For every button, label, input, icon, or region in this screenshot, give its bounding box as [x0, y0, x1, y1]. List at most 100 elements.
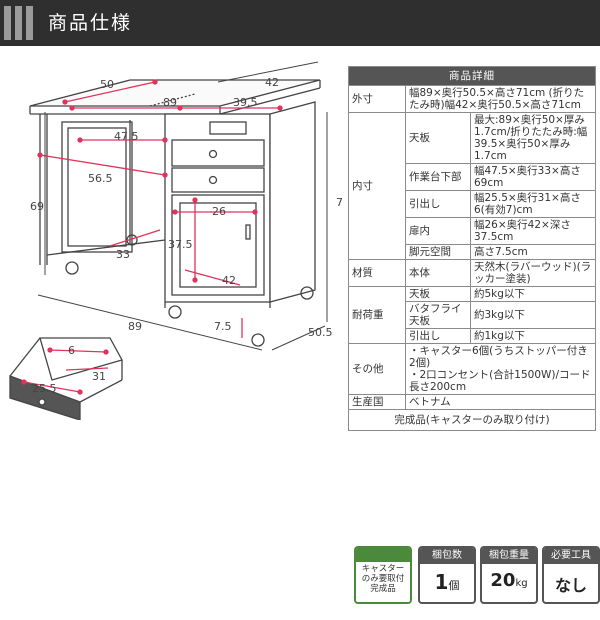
- dim-dot: [192, 277, 198, 283]
- drawer-2: [171, 167, 265, 193]
- badge-assembly: キャスターのみ要取付完成品: [354, 546, 412, 604]
- badge-unit: 個: [448, 579, 460, 592]
- dim-label: 39.5: [233, 96, 258, 109]
- spec-sublabel: 扉内: [405, 217, 471, 245]
- caster: [65, 261, 79, 275]
- dim-top-depth: [64, 81, 156, 103]
- dim-dot: [152, 79, 158, 85]
- spec-title: 商品詳細: [348, 66, 596, 86]
- badge-value: なし: [554, 576, 587, 595]
- dim-drawer-d: [65, 367, 109, 371]
- spec-value: ・キャスター6個(うちストッパー付き2個) ・2口コンセント(合計1500W)/…: [405, 343, 596, 395]
- dim-dot: [37, 152, 43, 158]
- spec-value: 幅26×奥行42×深さ37.5cm: [470, 217, 596, 245]
- spec-value: 最大:89×奥行50×厚み1.7cm/折りたたみ時:幅39.5×奥行50×厚み1…: [470, 112, 596, 164]
- door-panel: [179, 202, 257, 288]
- dim-label: 25.5: [32, 382, 57, 395]
- dim-label: 89: [128, 320, 142, 333]
- dim-label: 42: [265, 76, 279, 89]
- dim-dot: [277, 105, 283, 111]
- badge-text: キャスターのみ要取付完成品: [361, 564, 405, 594]
- caster: [300, 286, 314, 300]
- spec-sublabel: 天板: [405, 112, 471, 164]
- dim-dot: [77, 137, 83, 143]
- outlet: [209, 121, 247, 135]
- spec-value: 約1kg以下: [470, 328, 596, 344]
- dim-label: 47.5: [114, 130, 139, 143]
- spec-sublabel: 本体: [405, 259, 471, 287]
- dim-knee-inner: [109, 229, 161, 247]
- dim-dot: [21, 379, 27, 385]
- spec-label: 生産国: [348, 394, 406, 410]
- spec-table: 商品詳細 外寸 幅89×奥行50.5×高さ71cm (折りたたみ時)幅42×奥行…: [348, 66, 596, 431]
- dim-knee-depth: [39, 154, 166, 176]
- drawer-knob: [208, 175, 218, 185]
- dim-label: 6: [68, 344, 75, 357]
- dim-outer-width: [217, 61, 319, 83]
- cabinet-side: [269, 101, 316, 303]
- dim-label: 69: [30, 200, 44, 213]
- dim-label: 26: [212, 205, 226, 218]
- dim-label: 50.5: [308, 326, 333, 339]
- dim-outer-bottom: [37, 294, 263, 351]
- badge-value: 1: [434, 570, 449, 594]
- dim-label: 37.5: [168, 238, 193, 251]
- spec-value: 約3kg以下: [470, 301, 596, 329]
- badge-weight: 梱包重量 20kg: [480, 546, 538, 604]
- dim-dot: [162, 137, 168, 143]
- dim-drawer-len: [23, 381, 81, 393]
- dim-label: 89: [163, 96, 177, 109]
- header-stripe: [15, 6, 22, 40]
- cabinet-front: [164, 113, 271, 303]
- dim-dot: [103, 349, 109, 355]
- badge-tools: 必要工具 なし: [542, 546, 600, 604]
- badge-packages: 梱包数 1個: [418, 546, 476, 604]
- dim-label: 31: [92, 370, 106, 383]
- badge-unit: kg: [515, 578, 528, 589]
- spec-sublabel: 脚元空間: [405, 244, 471, 260]
- spec-sublabel: 作業台下部: [405, 163, 471, 191]
- drawer-knob-small: [38, 398, 46, 406]
- wrench-icon: [356, 548, 410, 562]
- door-handle: [245, 224, 251, 240]
- dim-dot: [69, 105, 75, 111]
- flap-panel: [61, 121, 133, 253]
- spec-sublabel: 天板: [405, 286, 471, 302]
- dim-drawer-w: [49, 349, 107, 353]
- flap-inner: [67, 127, 127, 247]
- badge-title: 梱包数: [420, 548, 474, 564]
- spec-value: 幅89×奥行50.5×高さ71cm (折りたたみ時)幅42×奥行50.5×高さ7…: [405, 85, 596, 113]
- dim-dot: [62, 99, 68, 105]
- header-stripe: [26, 6, 33, 40]
- dim-dot: [77, 389, 83, 395]
- spec-label: 材質: [348, 259, 406, 287]
- cabinet-door: [171, 194, 265, 296]
- header-stripe: [4, 6, 11, 40]
- caster: [251, 333, 265, 347]
- spec-value: 幅47.5×奥行33×高さ69cm: [470, 163, 596, 191]
- dim-dot: [47, 347, 53, 353]
- spec-sublabel: 引出し: [405, 190, 471, 218]
- drawer-knob: [208, 149, 218, 159]
- dim-cab-inner: [184, 269, 241, 286]
- dim-label: 42: [222, 274, 236, 287]
- furniture-diagram: [9, 61, 328, 420]
- dim-label: 7.5: [214, 320, 232, 333]
- dim-label: 33: [116, 248, 130, 261]
- spec-label: 内寸: [348, 112, 406, 260]
- caster: [168, 305, 182, 319]
- top-edge: [219, 87, 321, 115]
- drawer-edge: [79, 379, 123, 403]
- drawer-front: [9, 375, 81, 420]
- spec-sublabel: 引出し: [405, 328, 471, 344]
- dim-label: 50: [100, 78, 114, 91]
- page-title: 商品仕様: [48, 12, 133, 34]
- spec-value: 約5kg以下: [470, 286, 596, 302]
- dim-dot: [172, 209, 178, 215]
- dim-dot: [162, 172, 168, 178]
- dim-dot: [252, 209, 258, 215]
- dim-outer-depth: [271, 325, 326, 351]
- stretcher: [46, 239, 166, 256]
- dim-dot: [192, 197, 198, 203]
- badge-value: 20: [490, 570, 516, 591]
